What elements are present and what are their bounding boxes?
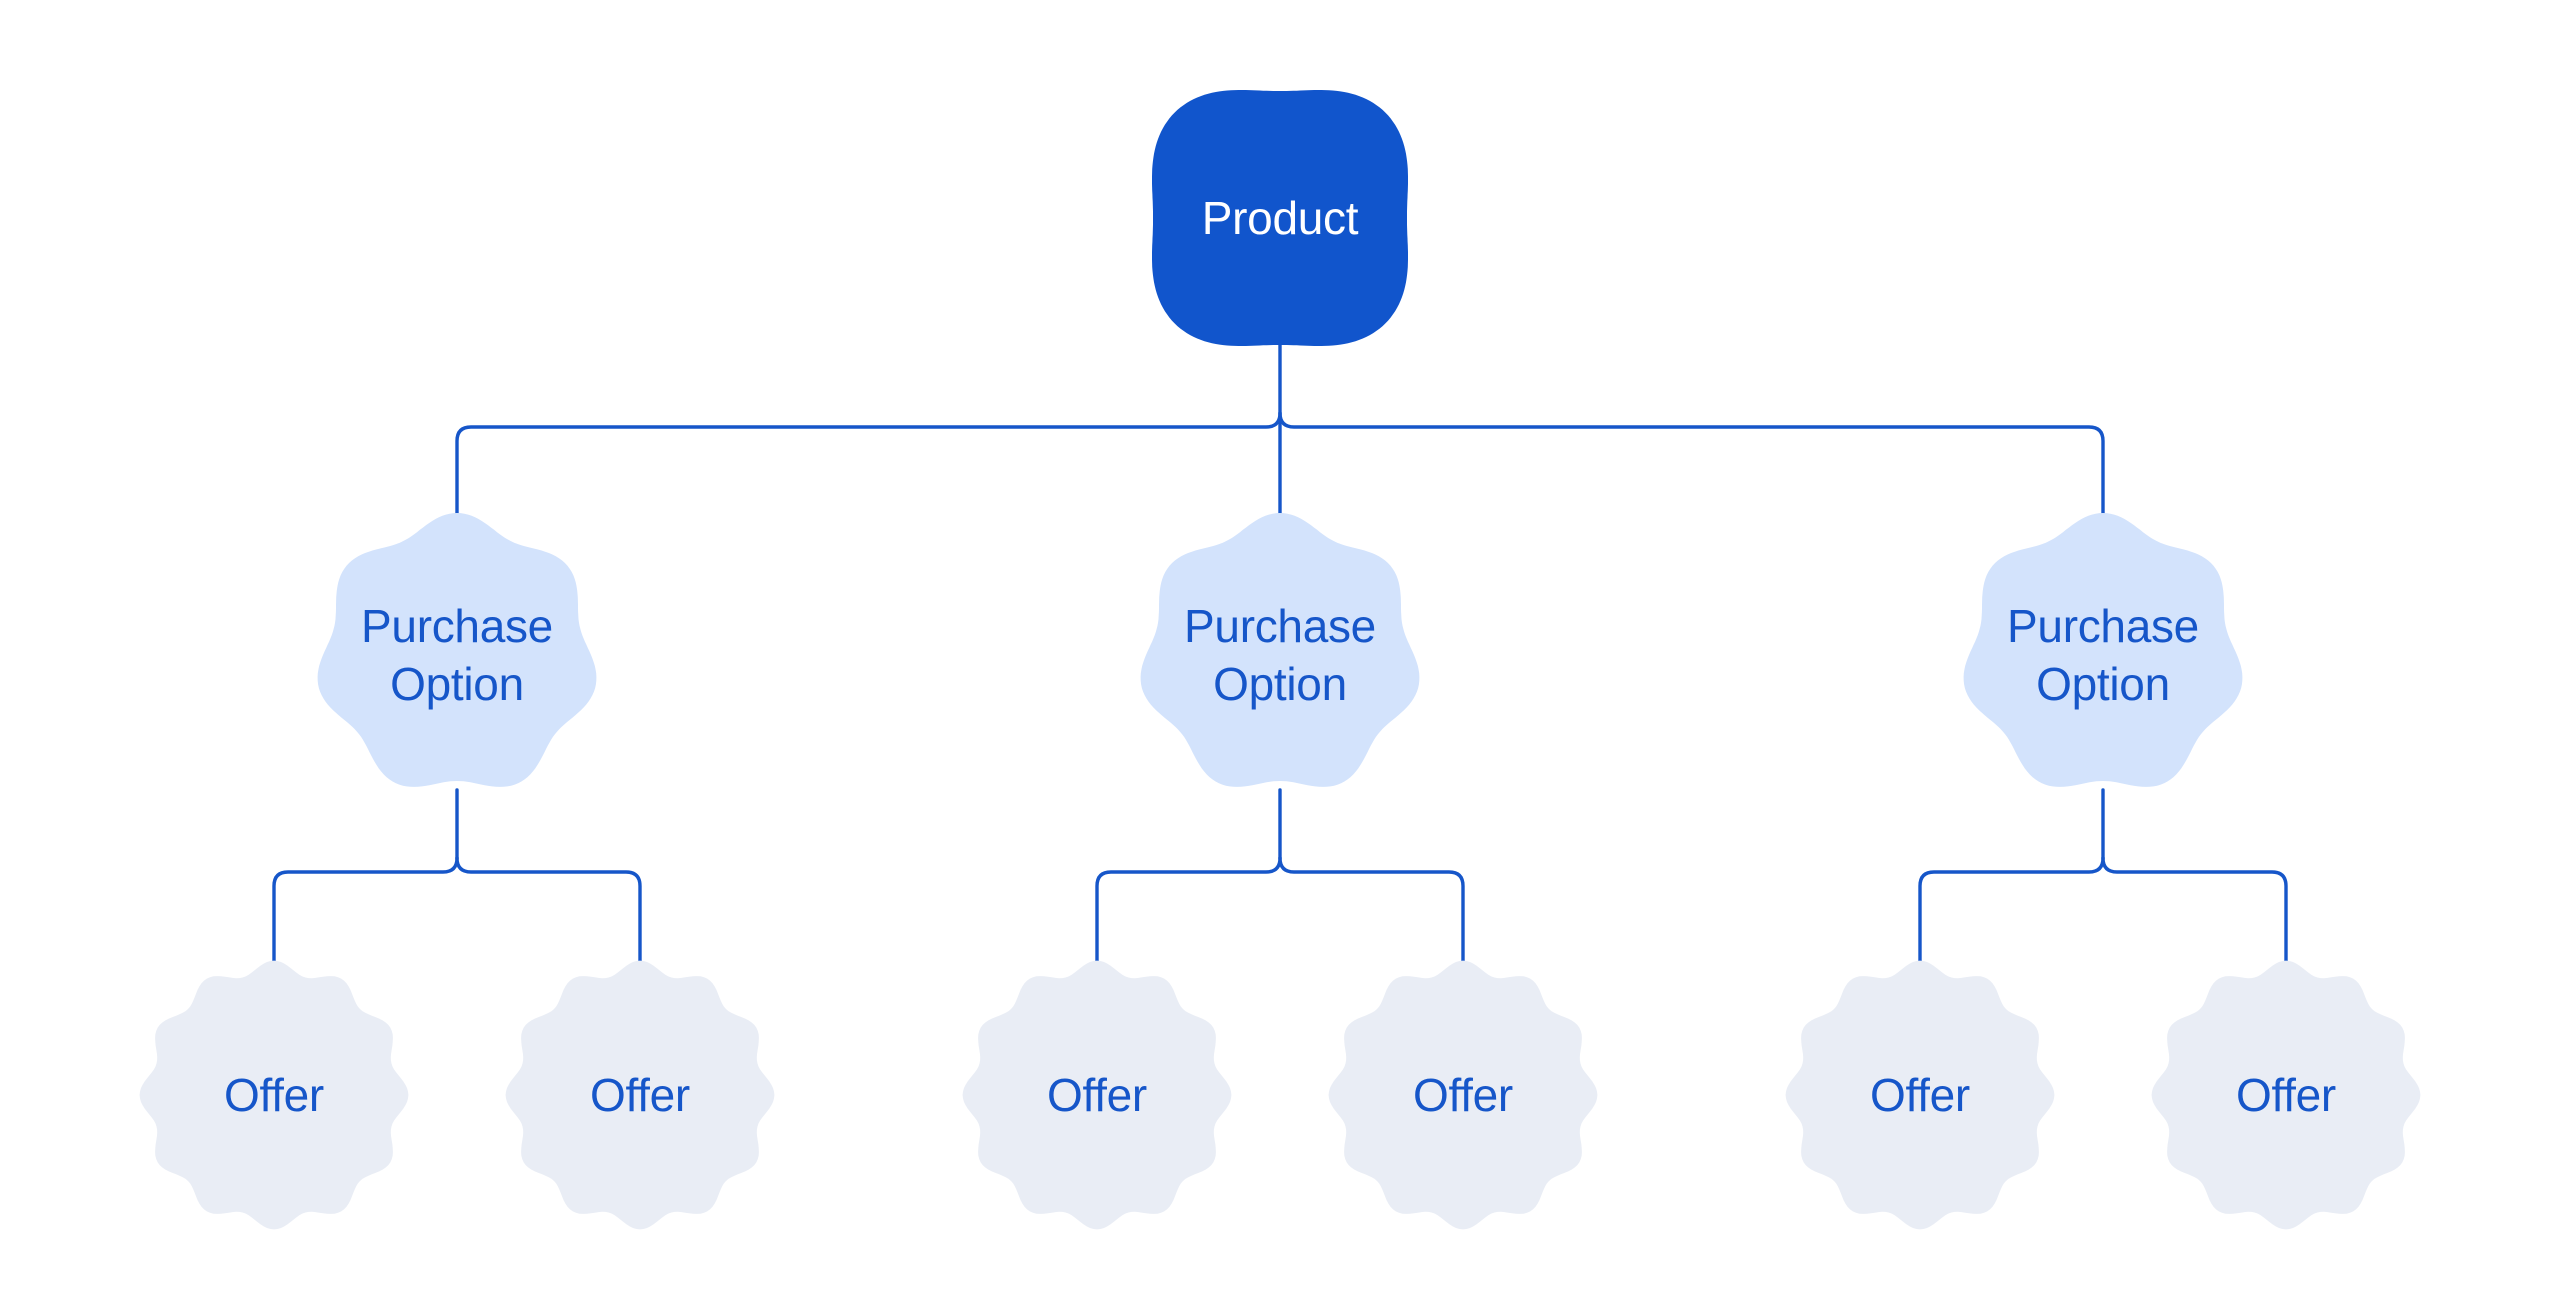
connector-product-right bbox=[1278, 411, 2105, 547]
offer-node-shape bbox=[2151, 960, 2421, 1230]
product-node-shape bbox=[1152, 90, 1408, 346]
offer-node-label: Offer bbox=[224, 1069, 324, 1121]
offer-node-shape bbox=[1328, 960, 1598, 1230]
connector-option-right bbox=[1278, 856, 1465, 977]
connector-option-right bbox=[455, 856, 642, 977]
connector-option-left bbox=[1095, 856, 1282, 977]
offer-node-label: Offer bbox=[1870, 1069, 1970, 1121]
purchase-option-node-label: Purchase Option bbox=[2007, 600, 2199, 710]
connector-option-left bbox=[272, 856, 459, 977]
purchase-option-node-shape bbox=[317, 513, 597, 787]
connector-lines bbox=[272, 339, 2288, 977]
purchase-option-node-shape bbox=[1963, 513, 2243, 787]
offer-node-shape bbox=[962, 960, 1232, 1230]
connector-product-left bbox=[455, 411, 1282, 547]
offer-node-shape bbox=[139, 960, 409, 1230]
offer-node-label: Offer bbox=[2236, 1069, 2336, 1121]
offer-node-label: Offer bbox=[1047, 1069, 1147, 1121]
offer-node-label: Offer bbox=[1413, 1069, 1513, 1121]
offer-node-shape bbox=[505, 960, 775, 1230]
node-shapes bbox=[139, 90, 2421, 1230]
purchase-option-node-shape bbox=[1140, 513, 1420, 787]
purchase-option-node-label: Purchase Option bbox=[361, 600, 553, 710]
connector-option-left bbox=[1918, 856, 2105, 977]
connector-option-right bbox=[2101, 856, 2288, 977]
offer-node-label: Offer bbox=[590, 1069, 690, 1121]
purchase-option-node-label: Purchase Option bbox=[1184, 600, 1376, 710]
offer-node-shape bbox=[1785, 960, 2055, 1230]
product-node-label: Product bbox=[1201, 192, 1359, 244]
